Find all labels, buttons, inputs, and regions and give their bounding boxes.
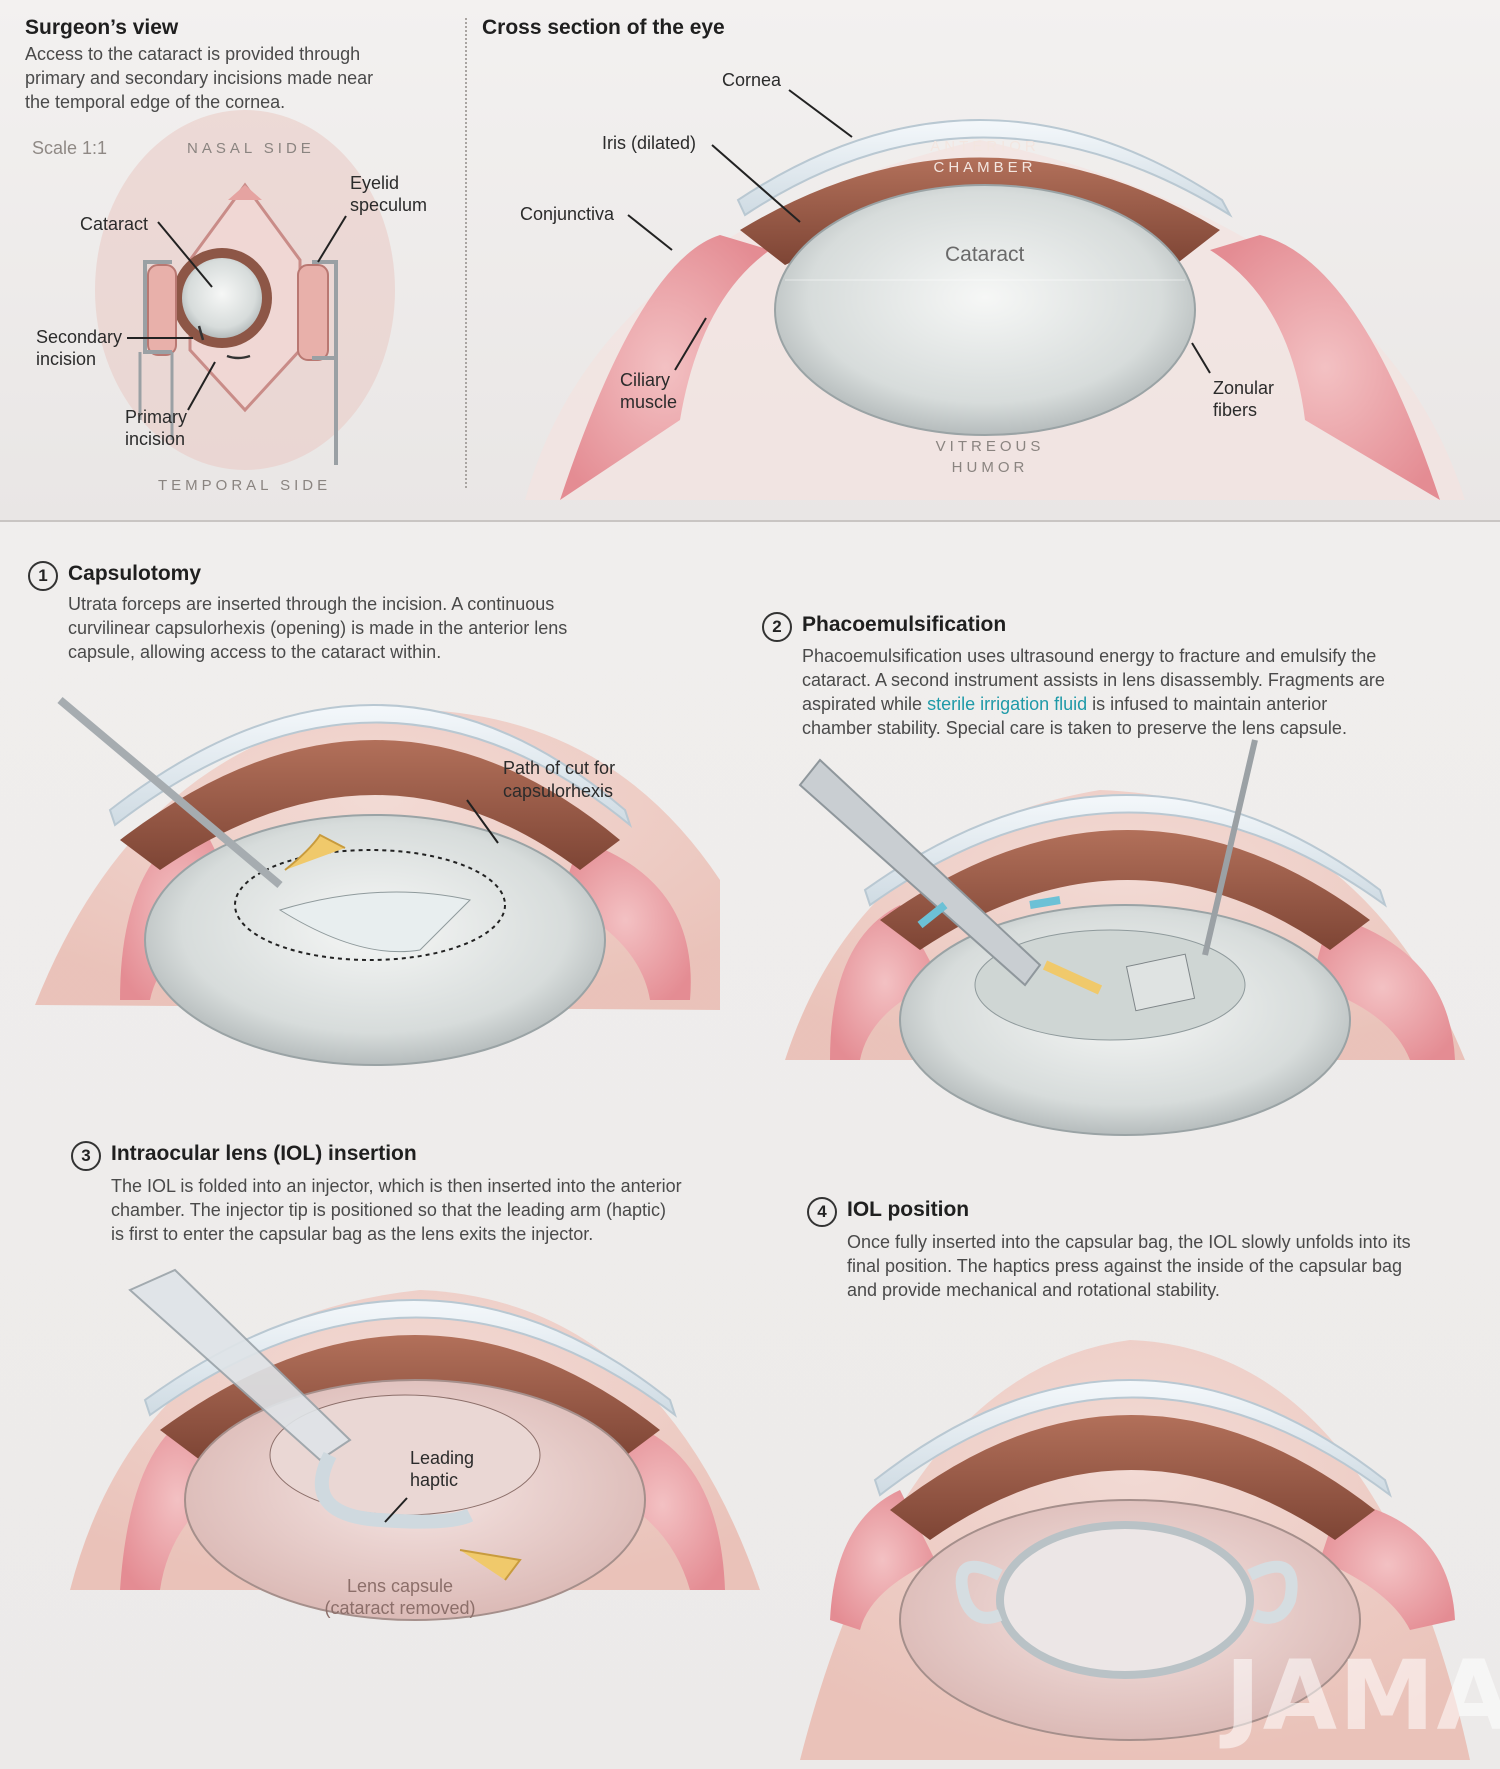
step4-desc-line: final position. The haptics press agains… (847, 1256, 1403, 1276)
anterior-chamber-line: CHAMBER (933, 159, 1037, 176)
secondary-incision-label: Secondary (36, 327, 123, 347)
lens-capsule-line: (cataract removed) (324, 1598, 476, 1618)
surgeon-eye-illustration (95, 110, 395, 470)
step1-number: 1 (28, 561, 58, 591)
anterior-chamber-label: ANTERIOR CHAMBER (900, 136, 1070, 178)
step3-desc-line: chamber. The injector tip is positioned … (111, 1200, 666, 1220)
primary-incision-label: Primary (125, 407, 187, 427)
cross-section-title: Cross section of the eye (482, 16, 725, 39)
zonular-fibers-label: Zonular (1213, 378, 1275, 398)
vitreous-humor-line: VITREOUS (935, 438, 1045, 455)
cross-section-illustration (525, 119, 1465, 500)
step2-desc-text: aspirated while (802, 694, 928, 714)
step1-desc-line: capsule, allowing access to the cataract… (68, 642, 442, 662)
step4-title: IOL position (847, 1198, 970, 1221)
jama-watermark: JAMA (1225, 1640, 1500, 1752)
panel-divider (465, 18, 467, 488)
step3-illustration (70, 1268, 760, 1621)
cataract-cross-label: Cataract (945, 243, 1025, 266)
step4-desc-line: and provide mechanical and rotational st… (847, 1280, 1220, 1300)
step3-number: 3 (71, 1141, 101, 1171)
surgeon-view-desc-line: primary and secondary incisions made nea… (25, 68, 374, 88)
surgeon-view-desc-line: the temporal edge of the cornea. (25, 92, 286, 112)
step3-desc-line: is first to enter the capsular bag as th… (111, 1224, 594, 1244)
eyelid-speculum-label: speculum (350, 195, 428, 215)
lens-capsule-line: Lens capsule (346, 1576, 454, 1596)
step1-desc-line: curvilinear capsulorhexis (opening) is m… (68, 618, 568, 638)
lens-capsule-label: Lens capsule (cataract removed) (300, 1575, 500, 1619)
step2-desc-line: cataract. A second instrument assists in… (802, 670, 1385, 690)
conjunctiva-label: Conjunctiva (520, 204, 615, 224)
temporal-side-label: TEMPORAL SIDE (158, 477, 332, 494)
step4-desc-line: Once fully inserted into the capsular ba… (847, 1232, 1411, 1252)
step1-illustration (35, 696, 720, 1066)
step4-number: 4 (807, 1197, 837, 1227)
step2-desc-line: chamber stability. Special care is taken… (802, 718, 1347, 738)
vitreous-humor-line: HUMOR (951, 459, 1029, 476)
nasal-side-label: NASAL SIDE (187, 140, 315, 157)
iris-label: Iris (dilated) (602, 133, 697, 153)
step2-number: 2 (762, 612, 792, 642)
capsulorhexis-path-label: Path of cut for (503, 758, 616, 778)
scale-label: Scale 1:1 (32, 138, 108, 158)
step3-desc-line: The IOL is folded into an injector, whic… (111, 1176, 682, 1196)
step2-title: Phacoemulsification (802, 613, 1007, 636)
cataract-label: Cataract (80, 214, 149, 234)
step2-desc-line: Phacoemulsification uses ultrasound ener… (802, 646, 1377, 666)
anterior-chamber-line: ANTERIOR (930, 138, 1040, 155)
leader-lines-top (127, 89, 1211, 411)
ciliary-muscle-label: Ciliary (620, 370, 671, 390)
step1-title: Capsulotomy (68, 562, 202, 585)
step1-desc-line: Utrata forceps are inserted through the … (68, 594, 555, 614)
primary-incision-label: incision (125, 429, 186, 449)
leading-haptic-label: haptic (410, 1470, 459, 1490)
step2-illustration (785, 739, 1465, 1136)
ciliary-muscle-label: muscle (620, 392, 678, 412)
secondary-incision-label: incision (36, 349, 97, 369)
step4-illustration (800, 1340, 1470, 1760)
step2-desc-text: is infused to maintain anterior (1087, 694, 1328, 714)
eyelid-speculum-label: Eyelid (350, 173, 400, 193)
vitreous-humor-label: VITREOUS HUMOR (930, 436, 1050, 478)
leading-haptic-label: Leading (410, 1448, 475, 1468)
cornea-label: Cornea (722, 70, 782, 90)
surgeon-view-desc-line: Access to the cataract is provided throu… (25, 44, 361, 64)
irrigation-fluid-highlight: sterile irrigation fluid (927, 694, 1088, 714)
capsulorhexis-path-label: capsulorhexis (503, 781, 614, 801)
zonular-fibers-label: fibers (1213, 400, 1258, 420)
surgeon-view-title: Surgeon’s view (25, 16, 179, 39)
step2-desc-line: aspirated while sterile irrigation fluid… (802, 692, 1327, 716)
step3-title: Intraocular lens (IOL) insertion (111, 1142, 417, 1165)
